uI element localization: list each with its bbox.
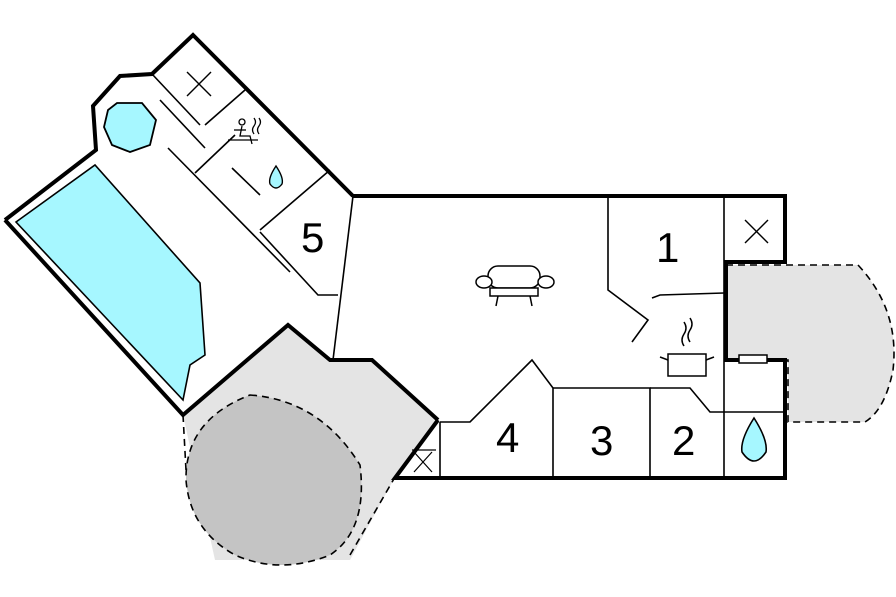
- right-terrace: [725, 264, 895, 423]
- hot-tub-icon: [103, 102, 157, 153]
- toilet-cross-icon: [186, 71, 212, 97]
- water-drop-icon: [268, 164, 284, 189]
- cooking-pot-icon: [659, 317, 768, 377]
- sofa-icon: [475, 265, 555, 307]
- room-label-4: 4: [496, 414, 519, 461]
- toilet-cross-icon-2: [744, 219, 769, 244]
- sauna-icon: [228, 117, 262, 145]
- room-label-3: 3: [590, 417, 613, 464]
- water-drop-icon-2: [740, 416, 768, 462]
- lawn-area: [185, 394, 363, 566]
- room-label-2: 2: [672, 417, 695, 464]
- toilet-cross-icon-3: [412, 449, 436, 473]
- room-label-1: 1: [656, 224, 679, 271]
- room-label-5: 5: [301, 214, 324, 261]
- pool-icon: [14, 163, 206, 402]
